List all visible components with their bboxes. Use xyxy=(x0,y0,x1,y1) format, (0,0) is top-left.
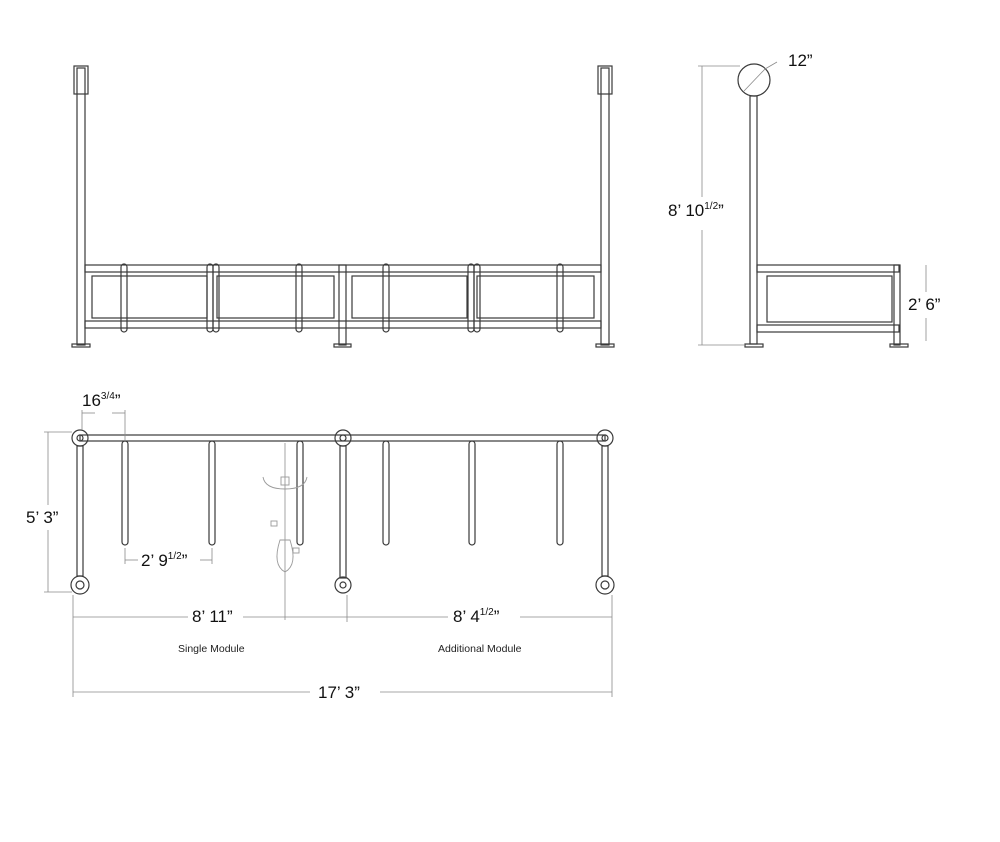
dimension-suffix: ” xyxy=(718,201,724,220)
additional-module-caption: Additional Module xyxy=(438,643,522,655)
hoops xyxy=(120,263,564,333)
front-elevation xyxy=(71,65,615,348)
dimension-suffix: ” xyxy=(114,391,121,410)
additional-module-length-label: 8’ 41/2” xyxy=(453,607,500,626)
dimension-text: 8’ 10 xyxy=(668,201,705,220)
depth-label: 5’ 3” xyxy=(26,509,58,526)
bicycle-outline xyxy=(262,443,308,620)
plan-hoops xyxy=(121,440,564,546)
overall-height-label: 8’ 101/2” xyxy=(668,201,724,220)
total-length-label: 17’ 3” xyxy=(318,684,360,701)
dimension-text: 2’ 6” xyxy=(908,295,941,314)
dimension-text: 5’ 3” xyxy=(26,508,59,527)
dimension-fraction: 3/4 xyxy=(100,391,115,402)
sign-diameter-label: 12” xyxy=(788,52,813,69)
side-elevation xyxy=(698,61,927,348)
single-module-caption: Single Module xyxy=(178,643,245,655)
dimension-fraction: 1/2 xyxy=(167,551,182,562)
dimension-fraction: 1/2 xyxy=(704,201,719,212)
dimension-text: 12” xyxy=(788,51,813,70)
end-offset-label: 163/4” xyxy=(82,391,121,410)
dimension-suffix: ” xyxy=(181,551,188,570)
dimension-text: 2’ 9 xyxy=(141,551,168,570)
dimension-text: 8’ 4 xyxy=(453,607,480,626)
center-post xyxy=(333,264,352,348)
right-post xyxy=(595,65,615,348)
left-post xyxy=(71,65,91,348)
plan-view xyxy=(44,410,615,697)
dimension-text: 8’ 11” xyxy=(192,607,233,626)
dimension-fraction: 1/2 xyxy=(479,607,494,618)
rails xyxy=(84,264,602,329)
dimension-text: 16 xyxy=(82,391,101,410)
hoop-spacing-label: 2’ 91/2” xyxy=(141,551,188,570)
rack-height-label: 2’ 6” xyxy=(908,296,940,313)
dimension-suffix: ” xyxy=(493,607,500,626)
single-module-length-label: 8’ 11” xyxy=(192,608,233,625)
dimension-text: 17’ 3” xyxy=(318,683,360,702)
